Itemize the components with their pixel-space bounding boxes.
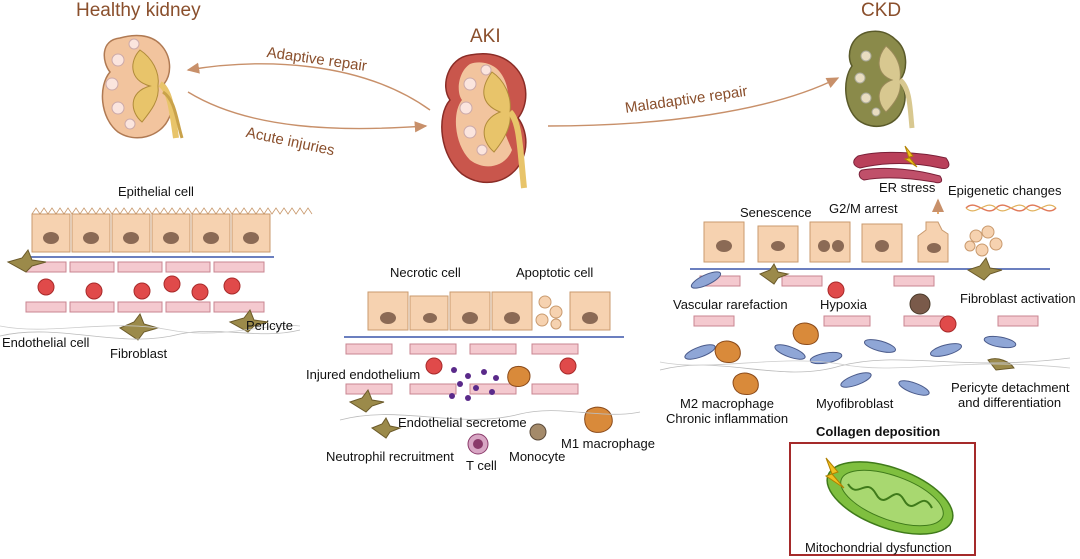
ckd-tissue	[659, 145, 1071, 396]
mitochondrial-dysfunction-label: Mitochondrial dysfunction	[805, 540, 952, 555]
epithelial-cell-label: Epithelial cell	[118, 184, 194, 199]
acute-injuries-arrow	[187, 91, 428, 133]
collagen-deposition-label: Collagen deposition	[816, 424, 941, 439]
apoptotic-cell-label: Apoptotic cell	[516, 265, 594, 280]
healthy-tissue	[0, 207, 313, 341]
aki-title: AKI	[470, 26, 501, 47]
senescence-label: Senescence	[740, 205, 812, 220]
fibroblast-label: Fibroblast	[110, 346, 168, 361]
ckd-kidney-icon	[845, 30, 915, 129]
lightning-icon	[903, 145, 918, 168]
adaptive-repair-arrow	[186, 62, 431, 111]
er-stress-label: ER stress	[879, 180, 936, 195]
chronic-inflammation-label: Chronic inflammation	[666, 411, 789, 426]
epigenetic-changes-label: Epigenetic changes	[948, 183, 1062, 198]
mitochondrion-icon	[824, 457, 954, 535]
pericyte-differentiation-label: and differentiation	[958, 395, 1062, 410]
ckd-title: CKD	[861, 0, 902, 21]
er-stress-icon	[853, 151, 950, 184]
m2-macrophage-label: M2 macrophage	[680, 396, 774, 411]
pericyte-detachment-label: Pericyte detachment	[951, 380, 1070, 395]
m1-macrophage-label: M1 macrophage	[561, 436, 655, 451]
myofibroblast-label: Myofibroblast	[816, 396, 894, 411]
fibroblast-activation-label: Fibroblast activation	[960, 291, 1076, 306]
healthy-kidney-icon	[101, 34, 184, 139]
necrotic-cell-label: Necrotic cell	[390, 265, 461, 280]
healthy-kidney-title: Healthy kidney	[76, 0, 201, 21]
injured-endothelium-label: Injured endothelium	[306, 367, 421, 382]
vascular-rarefaction-label: Vascular rarefaction	[673, 297, 788, 312]
mitochondrial-dysfunction-box	[789, 442, 976, 556]
monocyte-label: Monocyte	[509, 449, 566, 464]
endothelial-cell-label: Endothelial cell	[2, 335, 90, 350]
maladaptive-repair-arrow	[547, 77, 840, 127]
t-cell-label: T cell	[466, 458, 497, 473]
hypoxia-label: Hypoxia	[820, 297, 867, 312]
aki-tissue	[339, 291, 641, 455]
neutrophil-recruitment-label: Neutrophil recruitment	[326, 449, 454, 464]
pericyte-label: Pericyte	[246, 318, 293, 333]
endothelial-secretome-label: Endothelial secretome	[398, 415, 527, 430]
g2m-arrest-label: G2/M arrest	[829, 201, 898, 216]
aki-kidney-icon	[441, 53, 527, 189]
